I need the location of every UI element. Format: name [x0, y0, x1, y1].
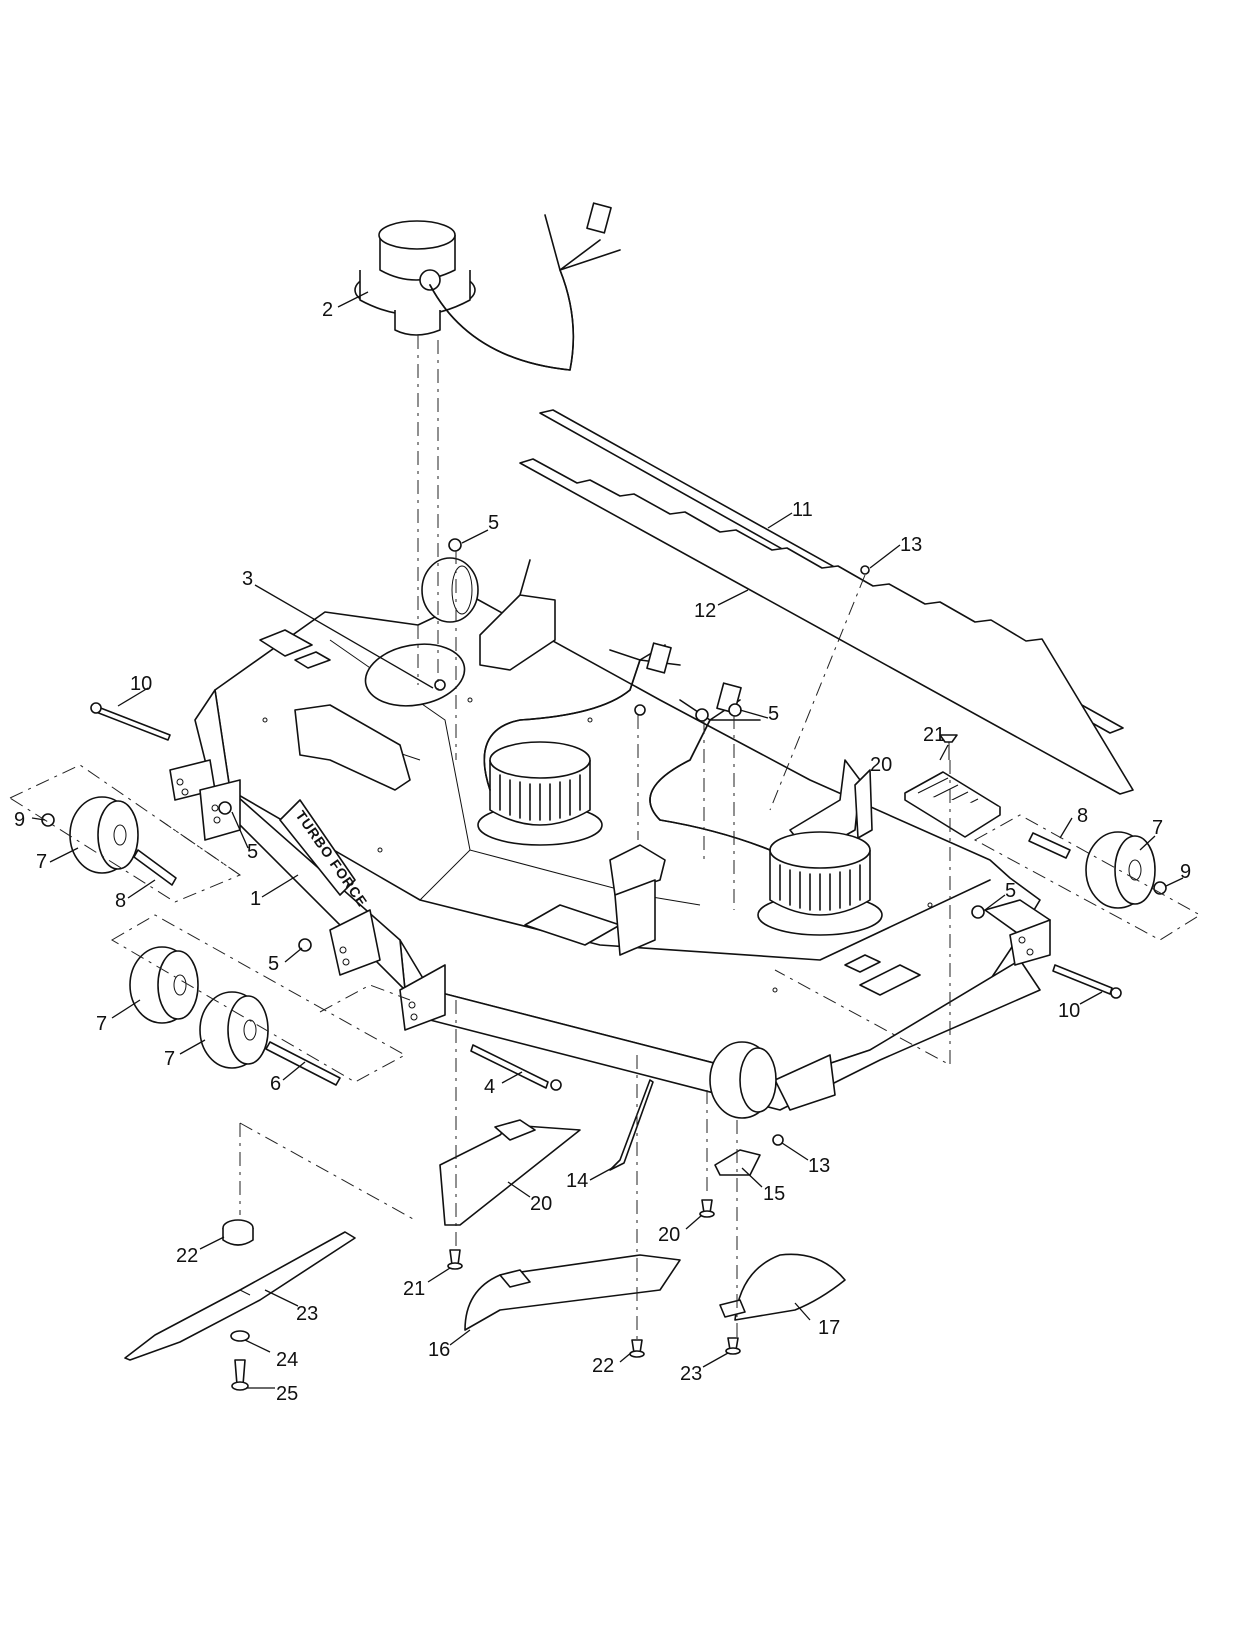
callout-23: 23: [296, 1303, 318, 1325]
blade-assembly: [124, 1219, 356, 1391]
mower-deck-housing: TURBO FORCE: [194, 597, 1041, 1111]
callout-13: 13: [808, 1155, 830, 1177]
callout-14: 14: [566, 1170, 588, 1192]
callout-25: 25: [276, 1383, 298, 1405]
callout-22: 22: [176, 1245, 198, 1267]
callout-12: 12: [694, 600, 716, 622]
callout-5: 5: [488, 512, 499, 534]
callout-7: 7: [1152, 817, 1163, 839]
callout-10: 10: [1058, 1000, 1080, 1022]
callout-19: 20: [530, 1193, 552, 1215]
callout-8: 8: [1077, 805, 1088, 827]
callout-6: 6: [270, 1073, 281, 1095]
callout-20: 20: [658, 1224, 680, 1246]
alignment-lines: [8, 335, 1201, 1340]
callout-8: 8: [115, 890, 126, 912]
spindle-motor-center: [477, 642, 681, 846]
callout-13: 13: [900, 534, 922, 556]
callout-9: 9: [1180, 861, 1191, 883]
callout-7: 7: [164, 1048, 175, 1070]
callout-7: 7: [96, 1013, 107, 1035]
callout-2: 2: [322, 299, 333, 321]
callout-leaders: [31, 291, 1184, 1389]
spindle-motor-top: [354, 202, 621, 371]
spindle-motor-right: [649, 682, 883, 936]
callout-3: 3: [242, 568, 253, 590]
deck-mount-brackets: [169, 559, 1051, 1031]
rubber-step-mat: [904, 771, 1001, 838]
callout-20: 22: [592, 1355, 614, 1377]
callout-15: 15: [763, 1183, 785, 1205]
callout-20: 23: [680, 1363, 702, 1385]
callout-10: 10: [130, 673, 152, 695]
callout-20: 21: [403, 1278, 425, 1300]
callout-17: 17: [818, 1317, 840, 1339]
anti-scalp-wheels: [69, 557, 1156, 1119]
callout-labels: 2 3 5 10 9 7 8 5 1 5 7 7 6 4 11 12 13 5 …: [14, 299, 1191, 1405]
deck-baffle-strips: [519, 409, 1134, 795]
callout-5: 5: [268, 953, 279, 975]
callout-5: 5: [1005, 880, 1016, 902]
callout-16: 16: [428, 1339, 450, 1361]
callout-18: 20: [870, 754, 892, 776]
callout-11: 11: [792, 499, 813, 521]
deflector-chutes: [439, 1079, 846, 1358]
callout-4: 4: [484, 1076, 495, 1098]
callout-24: 24: [276, 1349, 298, 1371]
callout-1: 1: [250, 888, 261, 910]
callout-5: 5: [247, 841, 258, 863]
callout-5: 5: [768, 703, 779, 725]
callout-7: 7: [36, 851, 47, 873]
callout-21: 21: [923, 724, 945, 746]
callout-9: 9: [14, 809, 25, 831]
